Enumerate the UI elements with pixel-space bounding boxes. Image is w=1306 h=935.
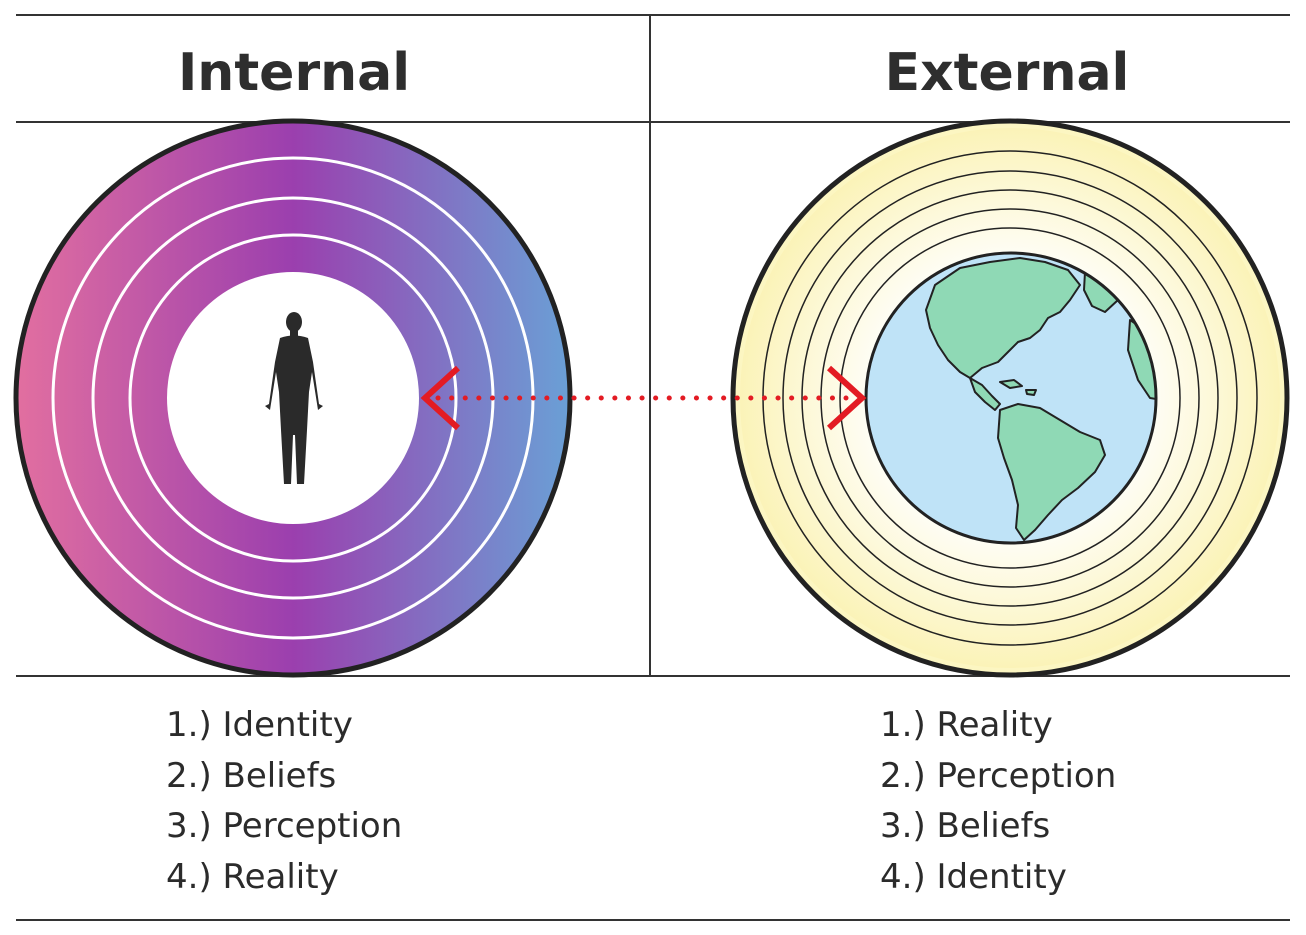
external-step: 4.) Identity xyxy=(880,856,1067,897)
internal-ring-3 xyxy=(128,233,458,563)
external-steps-list: 1.) Reality 2.) Perception 3.) Beliefs 4… xyxy=(880,700,1116,902)
internal-step: 3.) Perception xyxy=(166,806,403,846)
external-step: 3.) Beliefs xyxy=(880,806,1051,846)
external-heading: External xyxy=(885,43,1130,103)
external-ring-5 xyxy=(839,227,1181,569)
human-figure-icon xyxy=(265,312,323,484)
internal-heading: Internal xyxy=(178,43,410,103)
external-ring-2 xyxy=(782,170,1238,626)
external-step: 1.) Reality xyxy=(880,705,1053,745)
external-step: 2.) Perception xyxy=(880,755,1117,796)
internal-steps-list: 1.) Identity 2.) Beliefs 3.) Perception … xyxy=(166,700,402,902)
external-ring-3 xyxy=(801,189,1219,607)
internal-step: 1.) Identity xyxy=(166,705,353,745)
internal-step: 2.) Beliefs xyxy=(166,755,337,796)
internal-step: 4.) Reality xyxy=(166,856,339,897)
arrowhead-left-icon xyxy=(420,365,461,431)
arrowhead-right-icon xyxy=(826,365,867,431)
bidirectional-arrow xyxy=(420,365,867,431)
